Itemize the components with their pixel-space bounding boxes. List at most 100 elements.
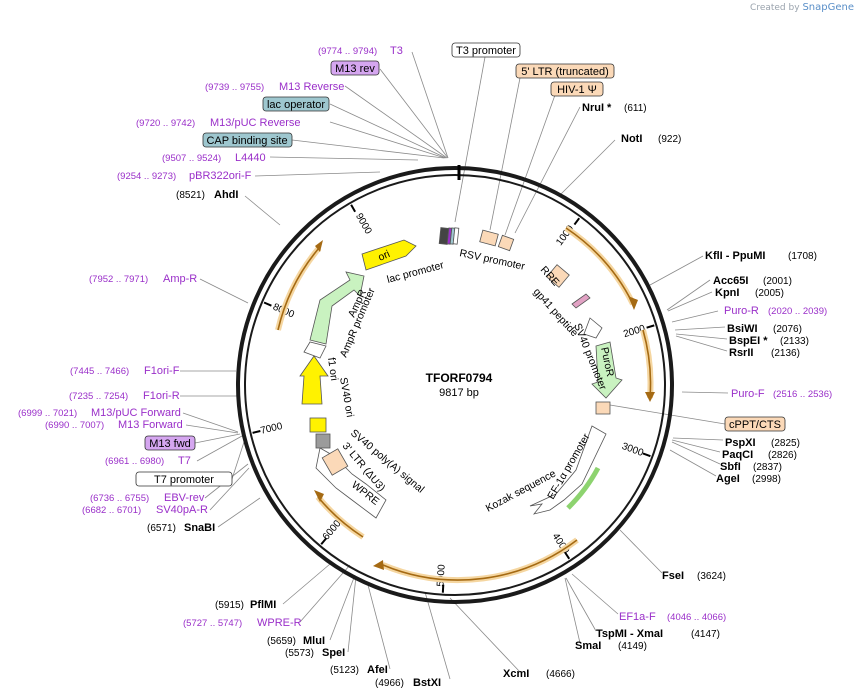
- primer-l4440-pos: (9507 .. 9524): [162, 153, 221, 164]
- primer-l4440-name: L4440: [235, 152, 266, 164]
- primer-ampr-name: Amp-R: [163, 273, 197, 285]
- primer-sv40pa-r-name: SV40pA-R: [156, 504, 208, 516]
- tick-mark-8000: [263, 301, 272, 307]
- enzyme-rsrii-pos: (2136): [771, 348, 800, 359]
- primer-wpre-r-name: WPRE-R: [257, 617, 302, 629]
- enzyme-rsrii-name: RsrII: [729, 347, 753, 359]
- enzyme-kfli-pos: (1708): [788, 251, 817, 262]
- enzyme-pspxi-name: PspXI: [725, 437, 756, 449]
- tick-label-9000: 9000: [353, 211, 374, 236]
- enzyme-pflmi-name: PflMI: [250, 599, 276, 611]
- enzyme-pspxi-pos: (2825): [771, 438, 800, 449]
- primer-puro-r-pos: (2020 .. 2039): [768, 306, 827, 317]
- snapgene-logo: SnapGene: [802, 2, 854, 13]
- enzyme-bsiwi-name: BsiWI: [727, 323, 758, 335]
- box-cppt-cts: cPPT/CTS: [729, 419, 781, 431]
- primer-ef1a-f-name: EF1a-F: [619, 611, 656, 623]
- enzyme-smai-pos: (4149): [618, 641, 647, 652]
- enzyme-ahdi-pos: (8521): [176, 190, 205, 201]
- enzyme-kfli-name: KflI - PpuMI: [705, 250, 766, 262]
- primer-puro-f-name: Puro-F: [731, 388, 765, 400]
- primer-m13puc-forward-pos: (6999 .. 7021): [18, 408, 77, 419]
- box-t3-promoter: T3 promoter: [456, 45, 516, 57]
- enzyme-nrui-pos: (611): [624, 103, 647, 114]
- enzyme-acc65i-name: Acc65I: [713, 275, 748, 287]
- tick-mark-7000: [252, 430, 261, 434]
- enzyme-afei-name: AfeI: [367, 664, 388, 676]
- box-hiv1-psi: HIV-1 Ψ: [557, 84, 597, 96]
- enzyme-spei-pos: (5573): [285, 648, 314, 659]
- enzyme-paqci-pos: (2826): [768, 450, 797, 461]
- plasmid-name: TFORF0794: [426, 371, 493, 385]
- primer-pbr322-name: pBR322ori-F: [189, 170, 252, 182]
- box-m13-fwd: M13 fwd: [149, 438, 191, 450]
- primer-t7-name: T7: [178, 455, 191, 467]
- enzyme-sbfi-pos: (2837): [753, 462, 782, 473]
- primer-labels: (9774 .. 9794) T3 (9739 .. 9755) M13 Rev…: [18, 45, 832, 629]
- enzyme-labels: NruI * (611) NotI (922) KflI - PpuMI (17…: [147, 102, 817, 689]
- tick-mark-9000: [350, 204, 356, 213]
- enzyme-pflmi-pos: (5915): [215, 600, 244, 611]
- boxed-labels: M13 rev lac operator CAP binding site M1…: [135, 42, 786, 487]
- tick-mark-4000: [564, 551, 571, 560]
- enzyme-smai-name: SmaI: [575, 640, 601, 652]
- primer-wpre-r-pos: (5727 .. 5747): [183, 618, 242, 629]
- primer-t3-name: T3: [390, 45, 403, 57]
- enzyme-mlui-pos: (5659): [267, 636, 296, 647]
- tick-mark-3000: [642, 452, 651, 458]
- enzyme-bstxi-pos: (4966): [375, 678, 404, 689]
- plasmid-backbone: [236, 165, 674, 604]
- enzyme-kpni-name: KpnI: [715, 287, 739, 299]
- features: [299, 227, 623, 519]
- enzyme-snabi-name: SnaBI: [184, 522, 215, 534]
- orf-arrowheads: [314, 240, 655, 570]
- enzyme-paqci-name: PaqCI: [722, 449, 753, 461]
- primer-m13puc-reverse-name: M13/pUC Reverse: [210, 117, 300, 129]
- tick-mark-1000: [573, 217, 581, 226]
- enzyme-sbfi-name: SbfI: [720, 461, 741, 473]
- primer-sv40pa-r-pos: (6682 .. 6701): [82, 505, 141, 516]
- primer-m13-forward-name: M13 Forward: [118, 419, 183, 431]
- label-f1-ori: f1 ori: [325, 357, 340, 382]
- box-5-ltr: 5' LTR (truncated): [521, 66, 608, 78]
- primer-ampr-pos: (7952 .. 7971): [89, 274, 148, 285]
- label-gp41: gp41 peptide: [531, 286, 581, 339]
- enzyme-bspei-pos: (2133): [780, 336, 809, 347]
- tick-mark-2000: [646, 324, 655, 329]
- primer-puro-r-name: Puro-R: [724, 305, 759, 317]
- primer-puro-f-pos: (2516 .. 2536): [773, 389, 832, 400]
- enzyme-noti-name: NotI: [621, 133, 642, 145]
- primer-m13-forward-pos: (6990 .. 7007): [45, 420, 104, 431]
- primer-m13puc-reverse-pos: (9720 .. 9742): [136, 118, 195, 129]
- callout-lines: [180, 51, 729, 680]
- enzyme-bspei-name: BspEI *: [729, 335, 768, 347]
- primer-m13-reverse-name: M13 Reverse: [279, 81, 344, 93]
- primer-f1ori-f-pos: (7445 .. 7466): [70, 366, 129, 377]
- tick-label-3000: 3000: [620, 441, 645, 459]
- primer-ebv-rev-name: EBV-rev: [164, 492, 205, 504]
- tick-mark-6000: [320, 537, 328, 545]
- primer-ebv-rev-pos: (6736 .. 6755): [90, 493, 149, 504]
- enzyme-bsiwi-pos: (2076): [773, 324, 802, 335]
- tick-label-7000: 7000: [259, 421, 284, 437]
- primer-f1ori-r-name: F1ori-R: [143, 390, 180, 402]
- enzyme-tspmi-pos: (4147): [691, 629, 720, 640]
- primer-m13-reverse-pos: (9739 .. 9755): [205, 82, 264, 93]
- enzyme-agei-pos: (2998): [752, 474, 781, 485]
- enzyme-afei-pos: (5123): [330, 665, 359, 676]
- plasmid-size: 9817 bp: [439, 387, 479, 399]
- primer-ef1a-f-pos: (4046 .. 4066): [667, 612, 726, 623]
- enzyme-noti-pos: (922): [658, 134, 681, 145]
- enzyme-spei-name: SpeI: [322, 647, 345, 659]
- enzyme-nrui-name: NruI *: [582, 102, 612, 114]
- label-ori: ori: [376, 248, 392, 264]
- label-sv40-ori: SV40 ori: [337, 376, 356, 418]
- primer-t7-pos: (6961 .. 6980): [105, 456, 164, 467]
- primer-f1ori-r-pos: (7235 .. 7254): [69, 391, 128, 402]
- primer-pbr322-pos: (9254 .. 9273): [117, 171, 176, 182]
- primer-m13puc-forward-name: M13/pUC Forward: [91, 407, 181, 419]
- label-lac-promoter: lac promoter: [386, 259, 446, 286]
- ef1a-arc: [566, 466, 601, 510]
- enzyme-bstxi-name: BstXI: [413, 677, 441, 689]
- tick-label-5000: 5000: [435, 564, 447, 587]
